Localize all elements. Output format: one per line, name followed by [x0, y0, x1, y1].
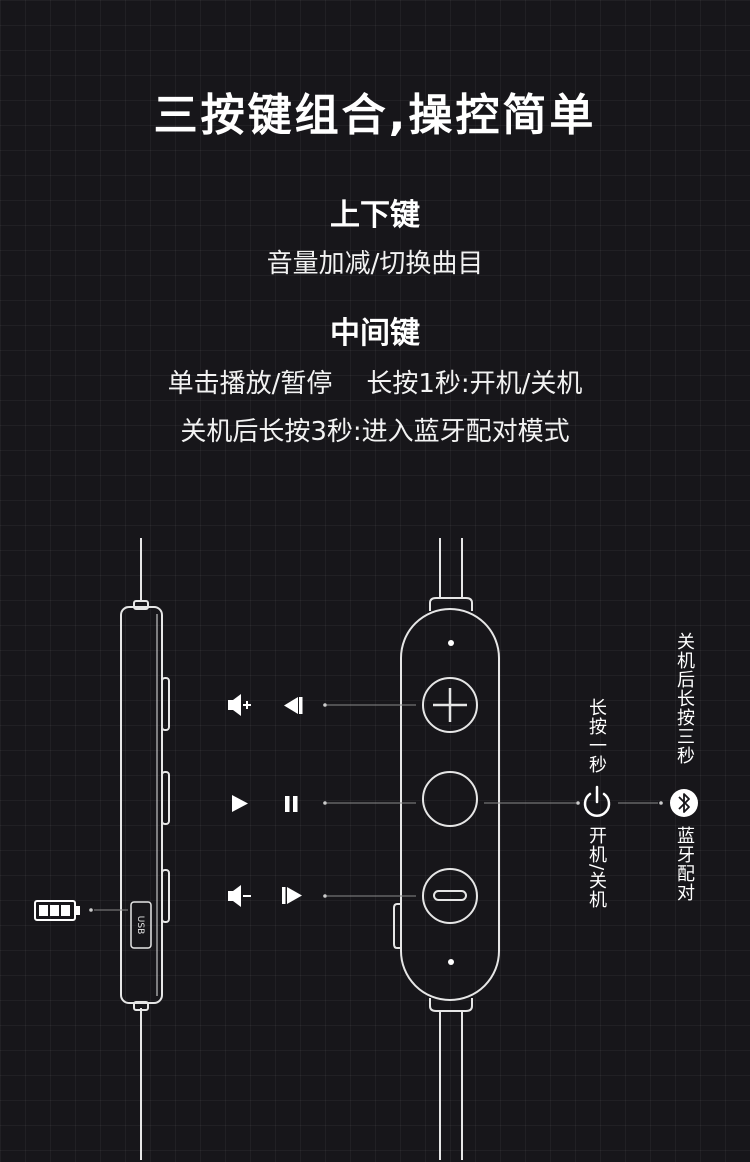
remote-side-view — [120, 538, 170, 1160]
power-icon — [583, 785, 611, 817]
play-icon — [232, 795, 248, 812]
volume-up-icon — [228, 694, 251, 716]
remote-front-view — [393, 538, 500, 1160]
battery-leader — [89, 908, 128, 912]
middle-key-click-desc: 单击播放/暂停 — [167, 369, 333, 399]
long-press-label: 长按一秒 — [586, 698, 607, 774]
battery-icon — [34, 900, 80, 921]
pause-icon — [285, 796, 298, 812]
front-bottom-dot — [448, 959, 454, 965]
bluetooth-hold-label: 关机后长按三秒 — [674, 632, 695, 765]
page-title: 三按键组合,操控简单 — [153, 90, 597, 141]
leader-lines — [327, 704, 658, 897]
plus-icon — [433, 688, 467, 722]
leader-dots — [323, 703, 663, 898]
volume-down-icon — [228, 885, 251, 907]
usb-label: USB — [135, 916, 145, 934]
bluetooth-pair-label: 蓝牙配对 — [674, 826, 695, 902]
power-on-off-label: 开机/关机 — [586, 826, 607, 910]
updown-key-title: 上下键 — [330, 198, 420, 233]
volume-down-button[interactable] — [422, 868, 478, 924]
front-top-dot — [448, 640, 454, 646]
remote-diagram: USB — [34, 538, 698, 1160]
middle-key-title: 中间键 — [330, 316, 420, 351]
minus-icon — [433, 890, 467, 901]
middle-key-desc-line2: 关机后长按3秒:进入蓝牙配对模式 — [180, 417, 570, 447]
previous-track-icon — [284, 697, 303, 714]
updown-key-desc: 音量加减/切换曲目 — [266, 249, 484, 279]
middle-key-hold-desc: 长按1秒:开机/关机 — [366, 369, 583, 399]
middle-key-desc-line1: 单击播放/暂停 长按1秒:开机/关机 — [0, 366, 750, 402]
middle-button[interactable] — [422, 771, 478, 827]
bluetooth-icon — [670, 789, 698, 817]
volume-up-button[interactable] — [422, 677, 478, 733]
next-track-icon — [282, 887, 302, 904]
